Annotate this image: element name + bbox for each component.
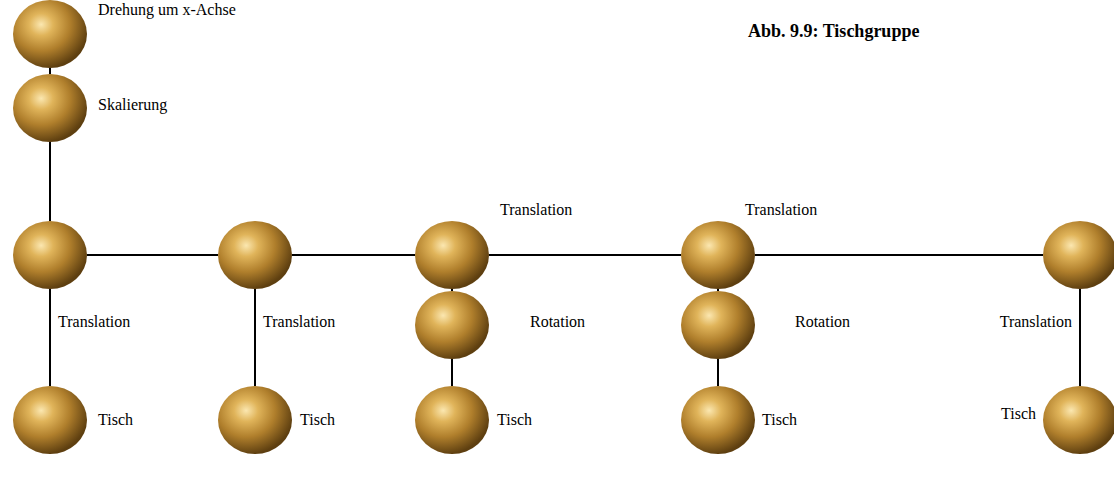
scene-node: Translation [414, 220, 490, 290]
scene-node: Drehung um x-Achse [12, 0, 88, 69]
scene-node: Rotation [414, 290, 490, 360]
node-label: Rotation [795, 313, 850, 331]
sphere-symbol [1042, 220, 1114, 290]
scene-node: Tisch [414, 385, 490, 455]
node-label: Translation [745, 201, 817, 219]
scene-node: Translation [12, 220, 88, 290]
scene-node: Tisch [680, 385, 756, 455]
tree-connector [254, 289, 256, 386]
node-label: Translation [58, 313, 130, 331]
scene-node: Tisch [217, 385, 293, 455]
tree-connector [717, 289, 719, 291]
sphere-symbol [680, 290, 756, 360]
node-label: Skalierung [98, 96, 167, 114]
tree-connector [717, 359, 719, 386]
tree-connector [489, 254, 681, 256]
scene-node: Tisch [1042, 385, 1114, 455]
scene-node: Translation [680, 220, 756, 290]
sphere-symbol [414, 385, 490, 455]
node-label: Tisch [762, 411, 797, 429]
tree-connector [49, 289, 51, 386]
tree-connector [1079, 289, 1081, 386]
sphere-symbol [12, 385, 88, 455]
tree-connector [451, 359, 453, 386]
sphere-symbol [680, 220, 756, 290]
sphere-symbol [1042, 385, 1114, 455]
tree-connector [49, 142, 51, 221]
figure-title: Abb. 9.9: Tischgruppe [748, 21, 919, 41]
node-label: Tisch [300, 411, 335, 429]
tree-connector [451, 289, 453, 291]
scene-node: Tisch [12, 385, 88, 455]
scene-node: Rotation [680, 290, 756, 360]
tree-connector [49, 68, 51, 74]
sphere-symbol [217, 385, 293, 455]
sphere-symbol [414, 290, 490, 360]
node-label: Translation [1000, 313, 1072, 331]
tree-connector [292, 254, 415, 256]
scene-node: Translation [217, 220, 293, 290]
node-label: Rotation [530, 313, 585, 331]
scene-node: Skalierung [12, 73, 88, 143]
sphere-symbol [12, 220, 88, 290]
node-label: Translation [500, 201, 572, 219]
sphere-symbol [414, 220, 490, 290]
sphere-symbol [217, 220, 293, 290]
node-label: Tisch [497, 411, 532, 429]
tree-connector [755, 254, 1043, 256]
node-label: Translation [263, 313, 335, 331]
sphere-symbol [12, 0, 88, 69]
node-label: Drehung um x-Achse [98, 1, 236, 19]
node-label: Tisch [1001, 405, 1036, 423]
scene-node: Translation [1042, 220, 1114, 290]
sphere-symbol [12, 73, 88, 143]
tree-connector [87, 254, 218, 256]
node-label: Tisch [98, 411, 133, 429]
sphere-symbol [680, 385, 756, 455]
